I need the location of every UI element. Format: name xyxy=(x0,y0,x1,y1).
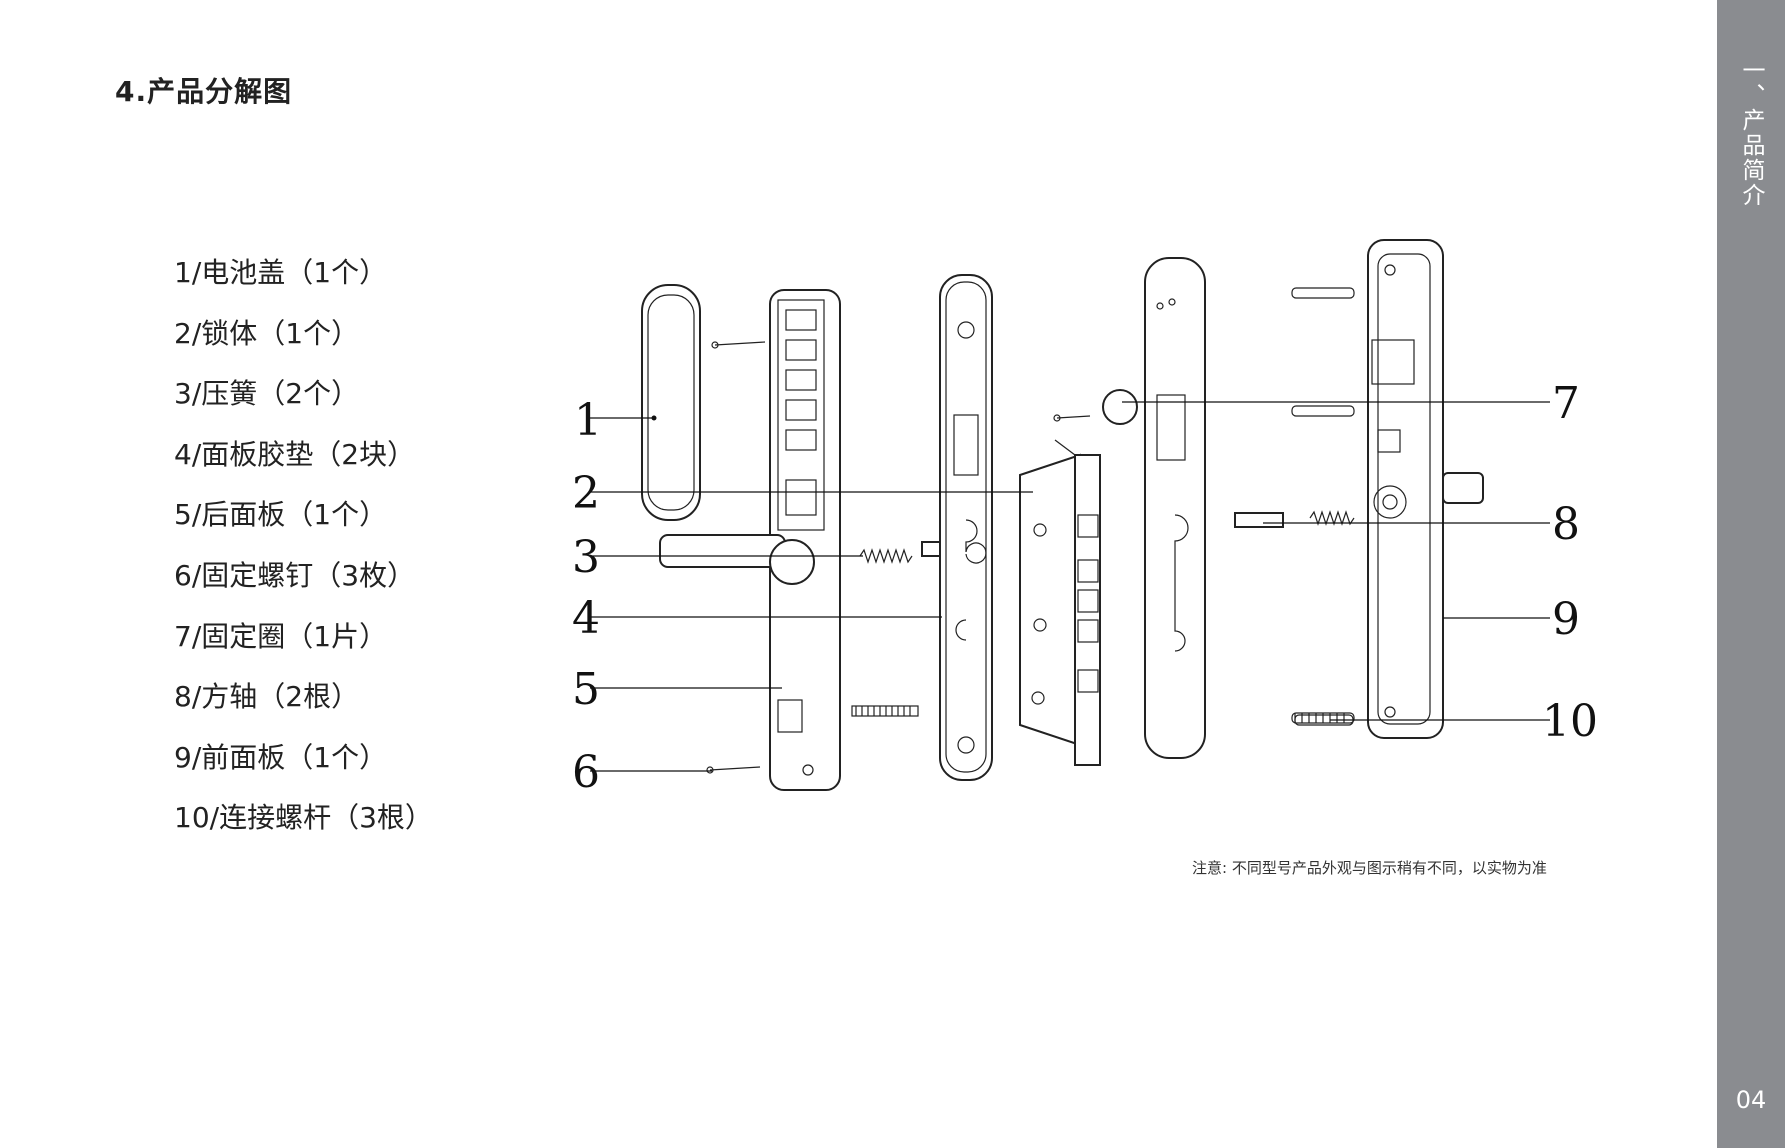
connecting-bolt-part xyxy=(1291,287,1355,726)
parts-list-item: 8/方轴（2根） xyxy=(174,680,360,714)
connecting-bolt-part xyxy=(851,705,919,717)
back-panel-part xyxy=(659,289,841,791)
parts-list-item: 1/电池盖（1个） xyxy=(174,256,388,289)
fixing-ring-part xyxy=(1102,389,1138,425)
parts-list-item: 10/连接螺杆（3根） xyxy=(174,801,433,835)
parts-list-item: 5/后面板（1个） xyxy=(174,498,388,532)
callout-number: 5 xyxy=(572,664,600,715)
callout-number: 8 xyxy=(1552,499,1580,550)
section-sidebar: 一、产品简介 04 xyxy=(1717,0,1785,1148)
callout-number: 2 xyxy=(572,468,600,519)
callout-number: 7 xyxy=(1552,378,1580,429)
parts-list-item: 2/锁体（1个） xyxy=(174,316,360,350)
exploded-view-diagram: 1 2 3 4 5 6 7 8 9 10 xyxy=(572,239,1598,798)
panel-gasket-part xyxy=(939,274,993,781)
callout-leaders xyxy=(590,401,1550,772)
page-title: 4.产品分解图 xyxy=(115,75,293,108)
spring-part xyxy=(859,548,913,564)
parts-list-item: 9/前面板（1个） xyxy=(174,740,388,774)
lock-body-part xyxy=(1019,439,1101,766)
page-number: 04 xyxy=(1735,1086,1767,1114)
parts-list-item: 7/固定圈（1片） xyxy=(174,619,388,653)
parts-list-item: 6/固定螺钉（3枚） xyxy=(174,558,416,592)
parts-list-item: 4/面板胶垫（2块） xyxy=(174,437,416,471)
sidebar-section-title: 一、产品简介 xyxy=(1738,58,1764,208)
callout-number: 4 xyxy=(572,593,600,644)
callout-number: 1 xyxy=(574,395,602,446)
panel-gasket-part xyxy=(1144,257,1206,759)
parts-list: 1/电池盖（1个） 2/锁体（1个） 3/压簧（2个） 4/面板胶垫（2块） 5… xyxy=(174,250,433,856)
callout-number: 3 xyxy=(572,532,600,583)
screw-part xyxy=(1053,414,1091,422)
callout-number: 6 xyxy=(572,747,600,798)
disclaimer-note: 注意: 不同型号产品外观与图示稍有不同，以实物为准 xyxy=(1192,859,1547,877)
callout-number: 9 xyxy=(1552,594,1580,645)
parts-list-item: 3/压簧（2个） xyxy=(174,377,360,411)
callout-number: 10 xyxy=(1542,696,1598,747)
screw-part xyxy=(706,341,766,774)
square-shaft-part xyxy=(1234,512,1284,528)
front-panel-part xyxy=(1367,239,1484,739)
battery-cover-part xyxy=(641,284,701,521)
spring-part xyxy=(1309,510,1355,526)
